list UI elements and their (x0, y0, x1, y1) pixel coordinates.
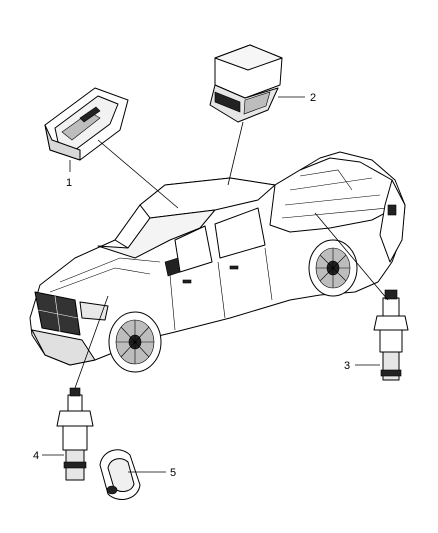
leader-lines (42, 96, 389, 473)
part-2-switch-module (209, 44, 283, 123)
callout-3: 3 (344, 360, 350, 372)
rear-wheel (308, 239, 358, 297)
callout-4: 4 (33, 450, 39, 462)
callout-5: 5 (170, 467, 176, 479)
part-4-sensor (56, 387, 94, 481)
part-3-sensor (373, 289, 409, 381)
part-1-switch-module (44, 87, 129, 161)
pickup-truck (29, 151, 406, 373)
part-5-bracket (99, 449, 141, 500)
front-wheel (108, 311, 162, 373)
front-grille (34, 291, 81, 336)
callout-1: 1 (66, 177, 72, 189)
callout-2: 2 (310, 92, 316, 104)
